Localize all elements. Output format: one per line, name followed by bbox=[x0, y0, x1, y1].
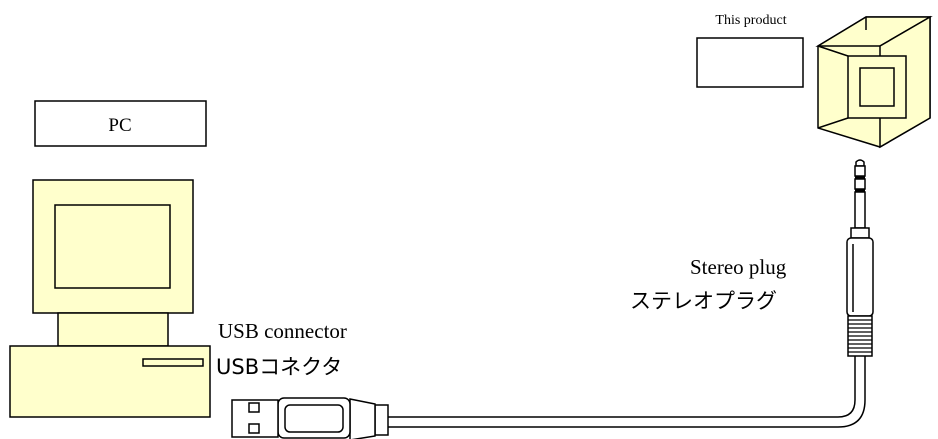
pc-screen bbox=[54, 204, 171, 289]
product-screen bbox=[859, 67, 895, 107]
usb-grip bbox=[284, 404, 344, 433]
this-product-label: This product bbox=[715, 13, 786, 28]
pc-label: PC bbox=[108, 115, 131, 136]
product-illustration bbox=[815, 15, 933, 149]
pc-base-unit bbox=[9, 345, 211, 418]
usb-strain-relief bbox=[374, 404, 389, 436]
pc-label-box: PC bbox=[34, 100, 207, 147]
usb-connector-label-ja: USBコネクタ bbox=[216, 355, 342, 379]
this-product-label-box: This product bbox=[696, 13, 804, 88]
pc-illustration bbox=[9, 179, 211, 418]
stereo-plug bbox=[846, 159, 874, 357]
cable bbox=[388, 356, 866, 428]
usb-neck bbox=[349, 398, 376, 439]
stereo-plug-label-en: Stereo plug bbox=[690, 255, 787, 279]
usb-connector bbox=[231, 397, 389, 439]
usb-connector-label-en: USB connector bbox=[218, 319, 347, 343]
pc-drive-slot bbox=[142, 358, 204, 367]
pc-stand bbox=[57, 312, 169, 347]
stereo-plug-label-ja: ステレオプラグ bbox=[630, 289, 777, 313]
